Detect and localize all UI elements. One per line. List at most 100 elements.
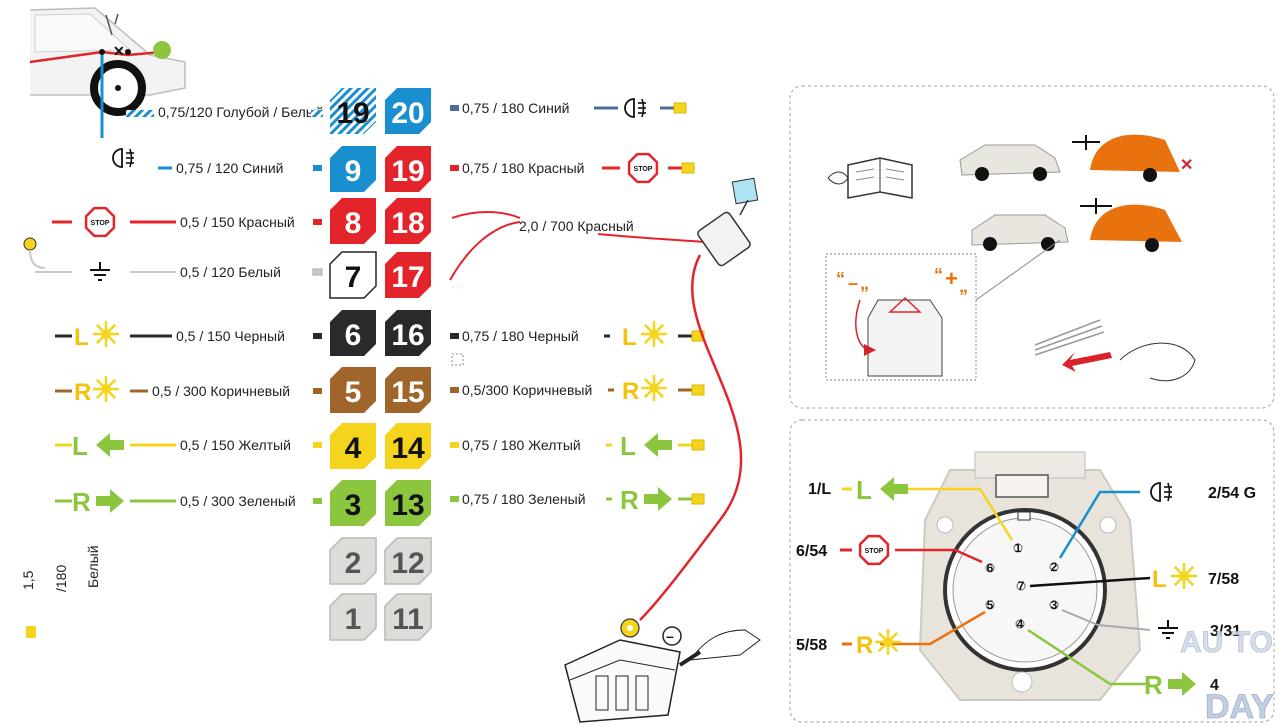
socket-pin-3: 3 <box>1049 598 1059 612</box>
side-letter: R <box>856 632 873 659</box>
terminal-label-t3: 3/31 <box>1210 623 1241 640</box>
badge-number: 12 <box>391 547 424 580</box>
right-wire-list: 0,75 / 180 Синий 0,75 / 180 Красный STOP 0,… <box>450 98 705 515</box>
left-terminal-badges: 19 9 8 7 6 5 4 3 2 1 <box>329 88 377 641</box>
socket-panel-border <box>789 419 1275 723</box>
wire-label: 0,5 / 120 Белый <box>180 264 281 280</box>
wire-label: 0,75 / 180 Синий <box>462 100 569 116</box>
badge-number: 9 <box>345 155 362 188</box>
right-wire-row: 0,75 / 180 Черный L <box>450 321 705 351</box>
wire-label: 0,75 / 120 Синий <box>176 160 283 176</box>
terminal-badge-7: 7 <box>329 251 377 299</box>
left-light-icon: L <box>74 321 119 351</box>
socket-pin-5: 5 <box>985 598 995 612</box>
terminal-badge-5: 5 <box>330 367 376 413</box>
side-value-1: 1,5 <box>20 570 36 590</box>
badge-number: 13 <box>391 489 424 522</box>
svg-text:✕: ✕ <box>1180 157 1193 174</box>
right-light-icon: R <box>620 485 672 515</box>
manual-book-icon <box>827 157 913 199</box>
pin-number: 2 <box>1051 560 1058 574</box>
side-letter: R <box>74 379 91 406</box>
right-light-icon: R <box>72 487 124 517</box>
watermark: AU TO DAY <box>1180 626 1275 727</box>
badge-number: 8 <box>345 207 362 240</box>
quote-close-right: „ <box>959 276 968 296</box>
terminal-label-t2: 2/54 G <box>1208 485 1256 502</box>
wire-label: 0,75 / 180 Красный <box>462 160 585 176</box>
side-letter: L <box>72 431 88 461</box>
left-wire-row: 0,75 / 120 Синий <box>112 148 322 176</box>
light-test-detail: “ – „ “ + „ <box>825 239 1061 381</box>
badge-number: 2 <box>345 547 362 580</box>
right-arrow-icon: R <box>1144 670 1196 700</box>
terminal-badge-1: 1 <box>329 593 377 641</box>
terminal-badge-13: 13 <box>385 480 431 526</box>
socket-pin-6: 6 <box>985 561 995 575</box>
side-vertical-label: 1,5 /180 Белый <box>20 545 101 638</box>
right-light-icon: R <box>856 629 901 659</box>
side-letter: L <box>1152 566 1167 593</box>
badge-number: 6 <box>345 319 362 352</box>
badge-number: 4 <box>345 432 362 465</box>
instruction-panel: ✕ “ – „ “ + „ <box>789 85 1275 409</box>
side-letter: L <box>74 324 89 351</box>
stop-icon: STOP <box>84 206 116 238</box>
ground-icon <box>1158 620 1178 639</box>
side-letter: L <box>620 431 636 461</box>
fog-light-icon <box>112 148 134 168</box>
terminal-badge-9: 9 <box>330 146 376 192</box>
socket-pin-4: 4 <box>1015 617 1025 631</box>
badge-number: 20 <box>391 97 424 130</box>
terminal-badge-19: 19 <box>330 88 376 134</box>
quote-open-right: “ <box>934 265 943 285</box>
terminal-badge-20: 20 <box>385 88 431 134</box>
badge-number: 16 <box>391 319 424 352</box>
side-letter: R <box>72 487 91 517</box>
wire-label: 0,5/300 Коричневый <box>462 382 592 398</box>
left-arrow-icon: L <box>856 475 908 505</box>
socket-wire-group <box>880 487 1151 686</box>
quote-open-left: “ <box>836 269 845 289</box>
badge-number: 19 <box>336 97 369 130</box>
small-marker <box>451 353 464 366</box>
wire-insertion-sketch <box>1034 319 1196 382</box>
fog-light-icon <box>624 98 646 118</box>
badge-number: 17 <box>391 261 424 294</box>
car-trailer-connected <box>971 198 1182 252</box>
side-letter: R <box>1144 670 1163 700</box>
power-wire-label: 2,0 / 700 Красный <box>519 218 634 234</box>
badge-number: 19 <box>391 155 424 188</box>
terminal-badge-12: 12 <box>384 537 432 585</box>
stop-icon: STOP <box>627 152 659 184</box>
wire-label: 0,5 / 150 Красный <box>180 214 295 230</box>
minus-sign-detail: – <box>848 273 858 293</box>
svg-text:✕: ✕ <box>113 43 125 59</box>
fuse-holder <box>697 177 759 267</box>
badge-number: 5 <box>345 376 362 409</box>
side-letter: L <box>856 475 872 505</box>
left-light-icon: L <box>622 321 667 351</box>
wire-label: 0,5 / 300 Коричневый <box>152 383 290 399</box>
watermark-line-1: AU TO <box>1180 626 1273 659</box>
wire-label: 0,75 / 180 Черный <box>462 328 579 344</box>
badge-number: 18 <box>391 207 424 240</box>
left-wire-row: 0,75/120 Голубой / Белый <box>126 104 324 120</box>
stop-sign-text: STOP <box>865 548 884 555</box>
socket-pin-7: 7 <box>1016 579 1026 593</box>
stop-sign-text: STOP <box>634 166 653 173</box>
car-trailer-disconnected: ✕ <box>959 134 1193 182</box>
left-light-icon: L <box>72 431 124 461</box>
terminal-label-t6: 6/54 <box>796 543 827 560</box>
wire-label: 0,5 / 150 Желтый <box>180 437 291 453</box>
terminal-badge-15: 15 <box>385 367 431 413</box>
terminal-badge-3: 3 <box>330 480 376 526</box>
wire-label: 0,75 / 180 Зеленый <box>462 491 586 507</box>
plus-sign-detail: + <box>945 266 958 291</box>
terminal-badge-16: 16 <box>385 310 431 356</box>
